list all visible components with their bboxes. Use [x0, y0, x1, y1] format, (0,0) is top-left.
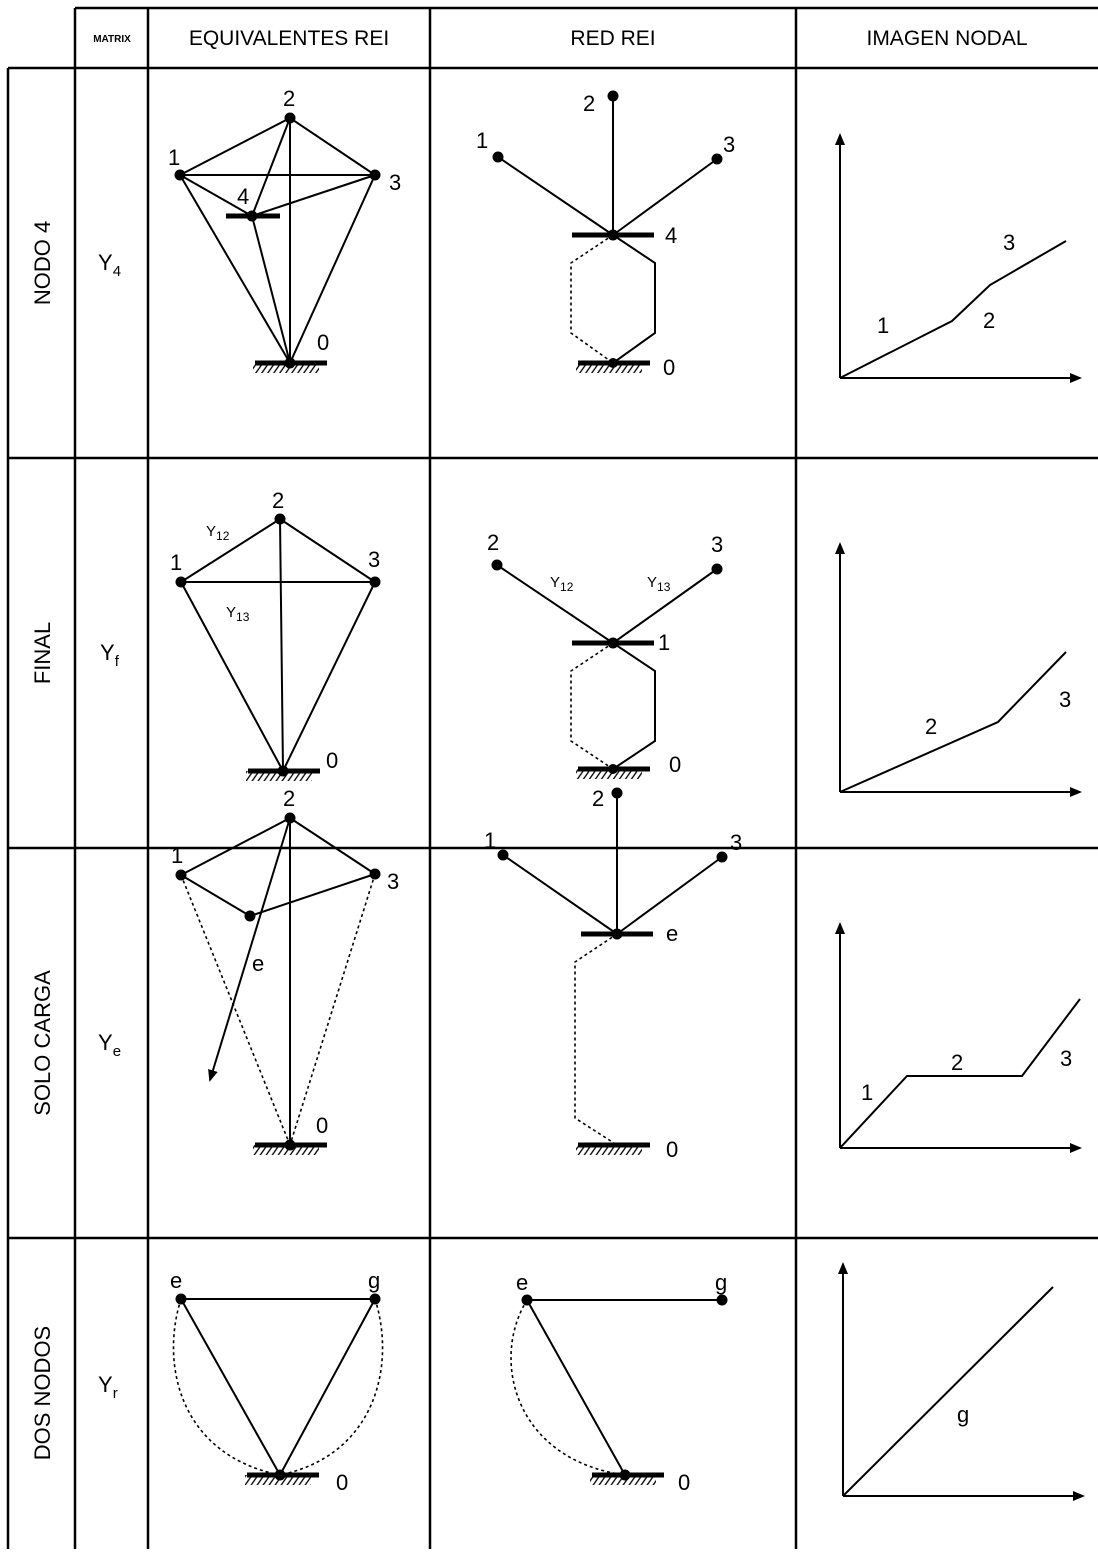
red-node-0: 0	[663, 355, 675, 380]
equiv-node-0: 0	[336, 1470, 348, 1495]
row-label-solo-carga: SOLO CARGA	[30, 970, 55, 1116]
red-node-e: e	[666, 921, 678, 946]
red-node-0: 0	[678, 1470, 690, 1495]
red-node-3: 3	[730, 830, 742, 855]
imagen-label-3: 3	[1003, 230, 1015, 255]
equiv-node-0: 0	[316, 1113, 328, 1138]
red-node-e: e	[516, 1270, 528, 1295]
red-network-final: 2 3 1 0 Y12 Y13	[487, 530, 723, 779]
imagen-label-2: 2	[983, 308, 995, 333]
row-label-nodo4: NODO 4	[30, 221, 55, 305]
matrix-y4: Y4	[98, 250, 121, 280]
red-edge-y12: Y12	[550, 574, 574, 594]
imagen-label-2: 2	[951, 1050, 963, 1075]
equiv-network-solo-carga: 1 2 3 e 0	[171, 786, 399, 1155]
red-network-nodo4: 1 2 3 4 0	[476, 90, 735, 380]
equiv-network-dos-nodos: e g 0	[170, 1268, 384, 1495]
red-node-0: 0	[669, 752, 681, 777]
header-equivalentes: EQUIVALENTES REI	[189, 27, 389, 50]
equiv-edge-y13: Y13	[226, 604, 250, 624]
imagen-chart-final: 2 3	[835, 542, 1082, 797]
red-node-g: g	[715, 1270, 727, 1295]
matrix-yr: Yr	[98, 1372, 118, 1402]
red-node-2: 2	[487, 530, 499, 555]
row-label-dos-nodos: DOS NODOS	[30, 1326, 55, 1460]
equiv-edge-y12: Y12	[206, 523, 230, 543]
header-red: RED REI	[570, 27, 655, 50]
equiv-node-0: 0	[317, 330, 329, 355]
equiv-node-0: 0	[326, 748, 338, 773]
row-label-final: FINAL	[30, 622, 55, 684]
imagen-label-1: 1	[861, 1080, 873, 1105]
header-matrix: MATRIX	[93, 34, 131, 45]
imagen-label-1: 1	[877, 313, 889, 338]
red-network-dos-nodos: e g 0	[510, 1270, 728, 1495]
red-node-2: 2	[583, 91, 595, 116]
equiv-network-nodo4: 1 2 3 4 0	[168, 86, 401, 373]
red-node-3: 3	[723, 132, 735, 157]
equiv-node-4: 4	[237, 184, 249, 209]
imagen-label-g: g	[957, 1402, 969, 1427]
imagen-chart-dos-nodos: g	[838, 1262, 1085, 1501]
equiv-node-1: 1	[170, 550, 182, 575]
table-grid	[6, 6, 1098, 1549]
equiv-node-3: 3	[387, 869, 399, 894]
imagen-chart-nodo4: 1 2 3	[835, 133, 1082, 383]
red-node-0: 0	[666, 1137, 678, 1162]
equiv-node-g: g	[368, 1268, 380, 1293]
red-node-2: 2	[592, 786, 604, 811]
imagen-chart-solo-carga: 1 2 3	[835, 922, 1082, 1153]
red-node-1: 1	[484, 828, 496, 853]
matrix-ye: Ye	[98, 1030, 121, 1060]
red-node-3: 3	[711, 532, 723, 557]
imagen-label-3: 3	[1059, 687, 1071, 712]
equiv-node-1: 1	[171, 843, 183, 868]
equiv-node-3: 3	[389, 170, 401, 195]
imagen-label-2: 2	[925, 714, 937, 739]
equiv-node-e: e	[252, 951, 264, 976]
red-edge-y13: Y13	[647, 574, 671, 594]
matrix-yf: Yf	[100, 640, 120, 670]
equiv-node-e: e	[170, 1268, 182, 1293]
equiv-node-2: 2	[283, 786, 295, 811]
header-imagen: IMAGEN NODAL	[866, 27, 1027, 50]
equiv-node-1: 1	[168, 145, 180, 170]
equiv-node-2: 2	[272, 488, 284, 513]
red-node-1: 1	[658, 630, 670, 655]
equiv-node-3: 3	[368, 547, 380, 572]
red-node-1: 1	[476, 128, 488, 153]
red-network-solo-carga: 1 2 3 e 0	[484, 786, 742, 1162]
equiv-network-final: 1 2 3 0 Y12 Y13	[170, 488, 381, 781]
equiv-node-2: 2	[283, 86, 295, 111]
red-node-4: 4	[665, 223, 677, 248]
imagen-label-3: 3	[1060, 1046, 1072, 1071]
